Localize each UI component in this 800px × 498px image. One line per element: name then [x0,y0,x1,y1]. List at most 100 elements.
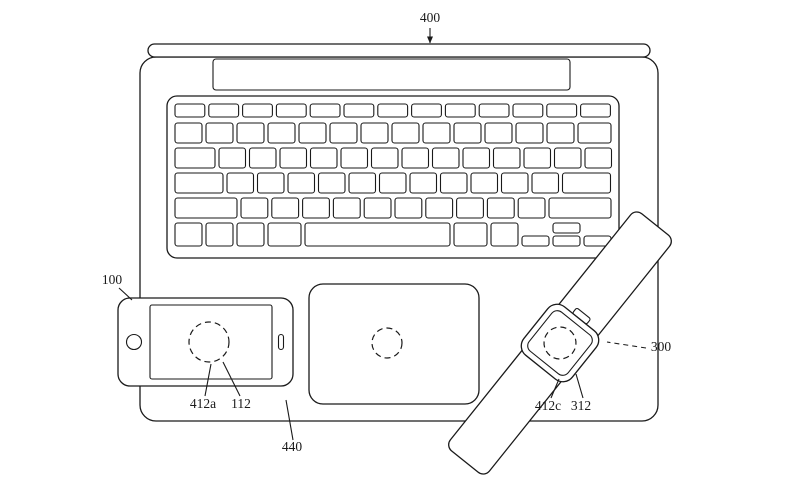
keyboard-key [515,122,544,144]
keyboard-key [553,147,582,169]
laptop-lid-edge [147,43,651,58]
keyboard-key [546,103,578,118]
label-112: 112 [231,396,251,411]
phone-home-button [125,333,143,351]
keyboard-key [492,147,521,169]
keyboard-key [340,147,369,169]
keyboard-key [517,197,546,219]
keyboard-key [444,103,476,118]
keyboard-key [486,197,515,219]
keyboard-key [267,122,296,144]
labels: 400 100 412a 112 440 412c 312 300 [102,10,672,454]
phone [117,297,294,387]
keyboard-key [523,147,552,169]
keyboard-key [512,103,544,118]
keyboard-key [546,122,575,144]
label-412a: 412a [190,396,216,411]
leader-line-412c [550,378,560,399]
keyboard-key [174,103,206,118]
leader-line-440 [285,399,294,441]
label-312: 312 [571,398,591,413]
watch [448,211,672,475]
phone-coil [188,321,230,363]
keyboard-key [425,197,454,219]
keyboard-keys [174,103,613,247]
keyboard-key [531,172,560,194]
keyboard-key [256,172,285,194]
label-412c: 412c [535,398,561,413]
keyboard-key [205,222,234,247]
keyboard-key [456,197,484,219]
keyboard-key [431,147,460,169]
trackpad-coil [371,327,403,359]
keyboard-key [561,172,612,194]
keyboard-key [302,197,330,219]
phone-earpiece [277,333,285,351]
keyboard-key [363,197,392,219]
keyboard-key [548,197,612,219]
keyboard-key [391,122,420,144]
keyboard-key [521,235,550,247]
keyboard-key [267,222,302,247]
keyboard-key [370,147,399,169]
phone-screen [149,304,273,380]
keyboard-key [174,172,224,194]
trackpad [308,283,480,405]
keyboard-key [409,172,438,194]
keyboard-key [287,172,316,194]
keyboard-key [226,172,255,194]
keyboard-key [453,122,482,144]
label-100: 100 [102,272,123,287]
keyboard-key [317,172,346,194]
keyboard-key [248,147,277,169]
keyboard-key [552,222,581,234]
keyboard-key [275,103,307,118]
keyboard-key [577,122,612,144]
keyboard-key [422,122,451,144]
keyboard-key [377,103,409,118]
label-400: 400 [420,10,441,25]
watch-face [527,310,593,376]
keyboard-key [462,147,491,169]
keyboard-key [304,222,451,247]
keyboard-key [174,222,203,247]
keyboard-key [208,103,240,118]
keyboard-key [490,222,519,247]
label-440: 440 [282,439,303,454]
leader-line-412a [204,363,212,397]
watch-coil [543,326,577,360]
keyboard-key [552,235,581,247]
keyboard-key [205,122,234,144]
keyboard-key [298,122,327,144]
keyboard-key [401,147,430,169]
keyboard-key [348,172,377,194]
keyboard-key [332,197,361,219]
leader-line-300 [606,341,647,349]
keyboard-key [470,172,499,194]
keyboard-key [271,197,300,219]
keyboard-key [478,103,510,118]
label-300: 300 [651,339,672,354]
keyboard-key [394,197,423,219]
keyboard-key [236,122,265,144]
keyboard-key [242,103,273,118]
keyboard-key [174,147,216,169]
keyboard-key [343,103,375,118]
leader-line-112 [222,361,241,397]
keyboard-key [411,103,442,118]
leader-line-100 [118,287,133,301]
keyboard-key [500,172,529,194]
keyboard-key [309,147,338,169]
laptop-hinge [212,58,571,91]
keyboard-key [240,197,269,219]
keyboard-key [236,222,265,247]
keyboard-key [580,103,611,118]
keyboard-key [218,147,247,169]
keyboard-key [329,122,358,144]
keyboard-key [174,197,238,219]
keyboard-key [378,172,407,194]
keyboard-key [279,147,308,169]
keyboard-key [484,122,513,144]
